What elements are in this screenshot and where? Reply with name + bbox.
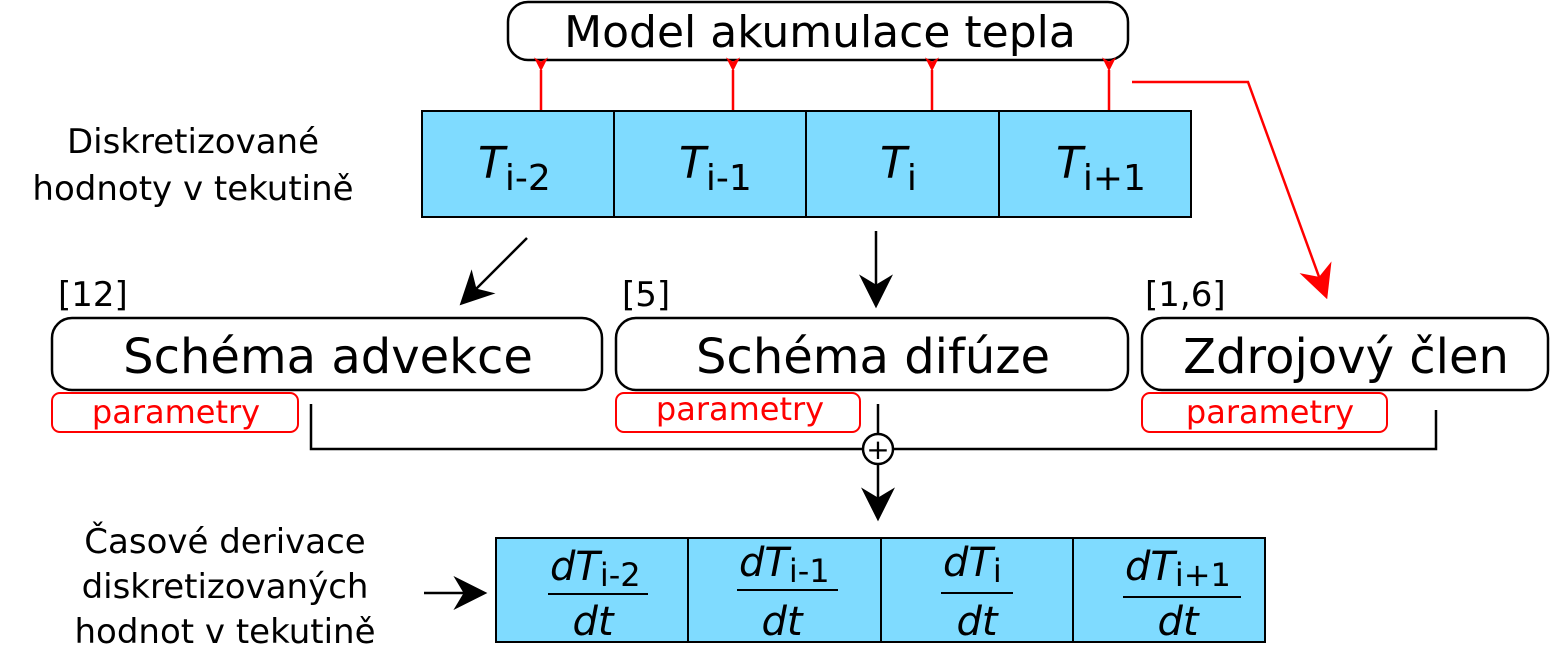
source-box bbox=[1140, 316, 1550, 392]
source-label: Zdrojový člen bbox=[1183, 329, 1509, 385]
advection-param: parametry bbox=[51, 392, 299, 433]
sum-symbol: + bbox=[866, 433, 889, 466]
discrete-label-line2: hodnoty v tekutině bbox=[32, 169, 353, 209]
deriv-label-line3: hodnot v tekutině bbox=[74, 612, 375, 649]
deriv-cell-1 bbox=[495, 537, 689, 643]
source-to-sum-line bbox=[893, 410, 1438, 451]
source-term-node: Zdrojový člen bbox=[1140, 316, 1550, 392]
deriv-num-2: dTi-1 bbox=[739, 540, 830, 590]
source-param: parametry bbox=[1141, 392, 1388, 433]
temperature-cells: Ti-2 Ti-1 Ti Ti+1 bbox=[421, 110, 1192, 218]
source-ref: [1,6] bbox=[1145, 275, 1226, 315]
derivatives-label: Časové derivace diskretizovaných hodnot … bbox=[74, 521, 375, 649]
advection-param-label: parametry bbox=[92, 393, 260, 431]
temp-cell-4 bbox=[998, 110, 1192, 218]
model-node: Model akumulace tepla bbox=[506, 0, 1130, 62]
temp-label-4: Ti+1 bbox=[1056, 138, 1146, 199]
diffusion-label: Schéma difúze bbox=[696, 329, 1050, 385]
cells-to-advection-arrow bbox=[459, 237, 528, 306]
advection-scheme-node: Schéma advekce bbox=[50, 316, 604, 392]
discrete-label-line1: Diskretizované bbox=[67, 122, 319, 162]
advection-box bbox=[50, 316, 604, 392]
diffusion-box bbox=[614, 316, 1130, 392]
diffusion-param-label: parametry bbox=[656, 390, 824, 428]
deriv-cell-3 bbox=[880, 537, 1074, 643]
deriv-num-3: dTi bbox=[943, 540, 1002, 590]
discrete-values-label: Diskretizované hodnoty v tekutině bbox=[32, 122, 353, 209]
sum-node: + bbox=[861, 432, 895, 466]
source-param-box bbox=[1141, 392, 1388, 433]
diffusion-ref: [5] bbox=[622, 275, 670, 315]
derivative-cells: dTi-2 dt dTi-1 dt dTi dt dTi+1 dt bbox=[495, 537, 1266, 645]
advection-ref: [12] bbox=[58, 275, 128, 315]
deriv-den-1: dt bbox=[572, 599, 614, 645]
temp-label-1: Ti-2 bbox=[478, 138, 551, 199]
temp-cell-1 bbox=[421, 110, 615, 218]
advection-label: Schéma advekce bbox=[123, 329, 533, 385]
advection-to-sum-line bbox=[309, 404, 862, 451]
model-box bbox=[506, 0, 1130, 62]
diffusion-scheme-node: Schéma difúze bbox=[614, 316, 1130, 392]
temp-label-2: Ti-1 bbox=[679, 138, 752, 199]
model-to-source-arrow bbox=[1132, 80, 1332, 300]
deriv-num-4: dTi+1 bbox=[1125, 544, 1231, 594]
temp-cell-2 bbox=[613, 110, 807, 218]
diffusion-param: parametry bbox=[615, 390, 861, 433]
summation-connectors bbox=[309, 404, 1438, 451]
deriv-num-1: dTi-2 bbox=[550, 544, 641, 594]
deriv-den-4: dt bbox=[1157, 599, 1199, 645]
deriv-cell-4 bbox=[1072, 537, 1266, 643]
deriv-label-line2: diskretizovaných bbox=[82, 567, 369, 607]
source-param-label: parametry bbox=[1186, 393, 1354, 431]
deriv-den-2: dt bbox=[761, 599, 803, 645]
diffusion-param-box bbox=[615, 392, 861, 433]
model-title: Model akumulace tepla bbox=[564, 7, 1076, 58]
deriv-den-3: dt bbox=[956, 599, 998, 645]
temp-label-3: Ti bbox=[880, 138, 917, 199]
advection-param-box bbox=[51, 392, 299, 433]
deriv-label-line1: Časové derivace bbox=[84, 521, 365, 562]
